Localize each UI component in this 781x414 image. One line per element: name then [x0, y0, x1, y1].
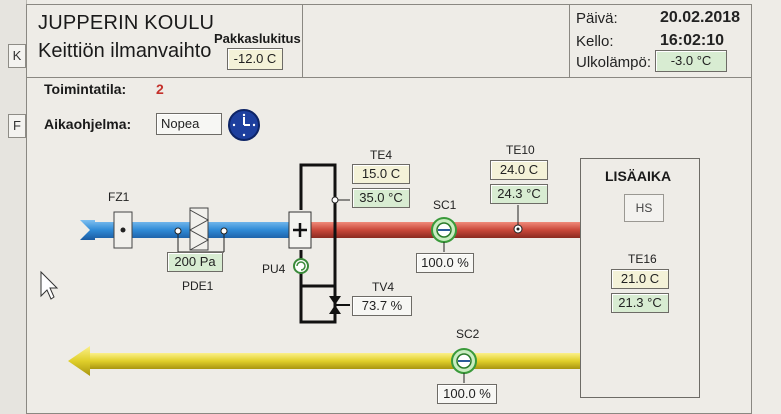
te10-value: 24.3 °C	[490, 184, 548, 204]
time-label: Kello:	[576, 33, 614, 50]
outdoor-temp-value: -3.0 °C	[655, 50, 727, 72]
exhaust-duct	[68, 346, 600, 376]
te4-value: 35.0 °C	[352, 188, 410, 208]
mouse-cursor-icon	[40, 270, 59, 300]
schedule-label: Aikaohjelma:	[44, 116, 132, 132]
tv4-label: TV4	[372, 280, 395, 294]
pu4-pump-icon[interactable]	[293, 258, 309, 274]
title-box	[26, 4, 304, 78]
tv4-valve-icon[interactable]	[329, 296, 350, 314]
mode-value: 2	[156, 81, 164, 97]
schedule-value[interactable]: Nopea	[156, 113, 222, 135]
mode-label: Toimintatila:	[44, 81, 127, 97]
pde1-value: 200 Pa	[167, 252, 223, 272]
te16-value: 21.3 °C	[611, 293, 669, 313]
te4-label: TE4	[370, 148, 393, 162]
te16-setpoint[interactable]: 21.0 C	[611, 269, 669, 289]
outdoor-temp-label: Ulkolämpö:	[576, 54, 652, 71]
fz1-damper[interactable]	[113, 211, 133, 249]
frost-lock-label: Pakkaslukitus	[214, 31, 301, 46]
header-spacer-box	[302, 4, 571, 78]
tv4-value: 73.7 %	[352, 296, 412, 316]
sc1-fan-icon[interactable]	[431, 217, 457, 252]
fz1-label: FZ1	[108, 190, 130, 204]
date-label: Päivä:	[576, 10, 618, 27]
sc1-value: 100.0 %	[416, 253, 474, 273]
sc2-fan-icon[interactable]	[451, 348, 477, 383]
te10-label: TE10	[506, 143, 535, 157]
background-button-f[interactable]: F	[8, 114, 26, 138]
time-value: 16:02:10	[660, 32, 725, 49]
sc2-label: SC2	[456, 327, 480, 341]
pde1-label: PDE1	[182, 279, 214, 293]
sc2-value: 100.0 %	[437, 384, 497, 404]
extra-time-title: LISÄAIKA	[605, 168, 672, 184]
frost-lock-value[interactable]: -12.0 C	[227, 48, 283, 70]
te10-setpoint[interactable]: 24.0 C	[490, 160, 548, 180]
te4-setpoint[interactable]: 15.0 C	[352, 164, 410, 184]
te16-label: TE16	[628, 252, 657, 266]
sc1-label: SC1	[433, 198, 457, 212]
clock-icon[interactable]	[228, 109, 260, 141]
te10-sensor[interactable]	[513, 205, 523, 234]
background-button-k[interactable]: K	[8, 44, 26, 68]
date-value: 20.02.2018	[660, 9, 741, 26]
supply-duct-cold	[80, 220, 296, 240]
clock-hands-icon	[232, 113, 256, 137]
hs-button[interactable]: HS	[624, 194, 664, 222]
heating-coil[interactable]	[288, 163, 350, 324]
school-name: JUPPERIN KOULU	[38, 12, 215, 34]
system-name: Keittiön ilmanvaihto	[38, 40, 212, 62]
pu4-label: PU4	[262, 262, 286, 276]
